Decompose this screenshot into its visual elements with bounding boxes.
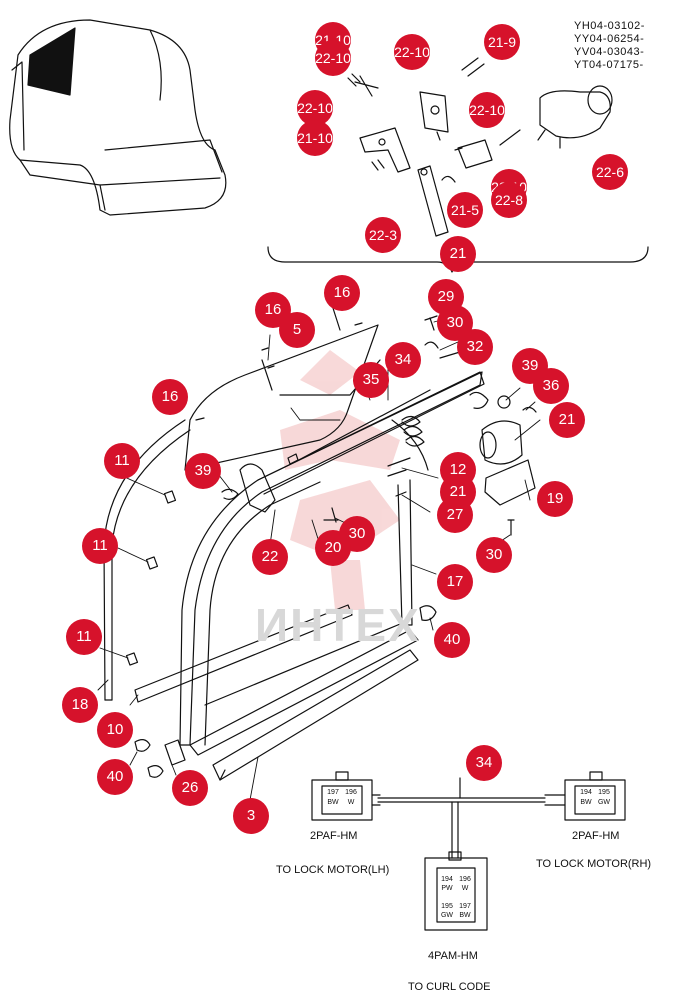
serial-number: YY04-06254-: [574, 33, 645, 45]
pin-color: W: [347, 799, 355, 806]
callout-badge[interactable]: 22-10: [469, 92, 505, 128]
callout-badge[interactable]: 22-10: [394, 34, 430, 70]
connector-type-label: 4PAM-HM: [428, 950, 478, 962]
assembly-bracket: [267, 246, 649, 273]
callout-badge[interactable]: 22-8: [491, 182, 527, 218]
callout-badge[interactable]: 5: [279, 312, 315, 348]
pin-color: BW: [459, 912, 471, 919]
callout-badge[interactable]: 21-9: [484, 24, 520, 60]
callout-badge[interactable]: 30: [476, 537, 512, 573]
callout-badge[interactable]: 21: [549, 402, 585, 438]
pin-color: BW: [327, 799, 339, 806]
callout-badge[interactable]: 17: [437, 564, 473, 600]
callout-badge[interactable]: 20: [315, 530, 351, 566]
connector-2paf-lh[interactable]: [311, 771, 381, 821]
pin-number: 197: [459, 903, 471, 910]
serial-number: YH04-03102-: [574, 20, 645, 32]
pin-number: 195: [441, 903, 453, 910]
door-assembly: [103, 304, 537, 781]
callout-badge[interactable]: 3: [233, 798, 269, 834]
callout-badge[interactable]: 11: [66, 619, 102, 655]
callout-badge[interactable]: 32: [457, 329, 493, 365]
callout-badge[interactable]: 16: [152, 379, 188, 415]
callout-badge[interactable]: 11: [104, 443, 140, 479]
connector-2paf-rh[interactable]: [544, 771, 626, 821]
pin-number: 194: [441, 876, 453, 883]
callout-badge[interactable]: 10: [97, 712, 133, 748]
pin-color: PW: [441, 885, 453, 892]
callout-badge[interactable]: 36: [533, 368, 569, 404]
callout-badge[interactable]: 39: [185, 453, 221, 489]
callout-badge[interactable]: 18: [62, 687, 98, 723]
pin-number: 196: [459, 876, 471, 883]
callout-badge[interactable]: 22-6: [592, 154, 628, 190]
callout-badge[interactable]: 34: [466, 745, 502, 781]
connector-destination-label: TO CURL CODE: [408, 981, 491, 993]
cab-overview-icon: [9, 19, 227, 216]
callout-badge[interactable]: 40: [434, 622, 470, 658]
callout-badge[interactable]: 22: [252, 539, 288, 575]
callout-badge[interactable]: 21: [440, 236, 476, 272]
serial-number: YV04-03043-: [574, 46, 645, 58]
connector-destination-label: TO LOCK MOTOR(RH): [536, 858, 652, 870]
wiring-harness[interactable]: [377, 777, 546, 859]
callout-badge[interactable]: 35: [353, 362, 389, 398]
callout-badge[interactable]: 11: [82, 528, 118, 564]
pin-number: 196: [345, 789, 357, 796]
callout-badge[interactable]: 21-5: [447, 192, 483, 228]
pin-color: GW: [597, 799, 611, 806]
watermark-text: ИНТЕХ: [255, 599, 421, 651]
callout-badge[interactable]: 16: [255, 292, 291, 328]
pin-color: W: [461, 885, 469, 892]
connector-destination-label: TO LOCK MOTOR(LH): [276, 864, 390, 876]
pin-number: 194: [580, 789, 592, 796]
callout-badge[interactable]: 26: [172, 770, 208, 806]
pin-color: GW: [440, 912, 454, 919]
connector-type-label: 2PAF-HM: [310, 830, 358, 842]
callout-badge[interactable]: 40: [97, 759, 133, 795]
pin-number: 195: [598, 789, 610, 796]
callout-badge[interactable]: 19: [537, 481, 573, 517]
connector-type-label: 2PAF-HM: [572, 830, 620, 842]
connector-4pam[interactable]: [424, 851, 488, 931]
callout-badge[interactable]: 21-10: [297, 120, 333, 156]
callout-badge[interactable]: 27: [437, 497, 473, 533]
serial-number: YT04-07175-: [574, 59, 644, 71]
callout-badge[interactable]: 22-10: [315, 40, 351, 76]
callout-badge[interactable]: 22-3: [365, 217, 401, 253]
pin-number: 197: [327, 789, 339, 796]
lock-mechanism-exploded: [347, 57, 613, 237]
callout-badge[interactable]: 16: [324, 275, 360, 311]
pin-color: BW: [580, 799, 592, 806]
callout-badge[interactable]: 34: [385, 342, 421, 378]
